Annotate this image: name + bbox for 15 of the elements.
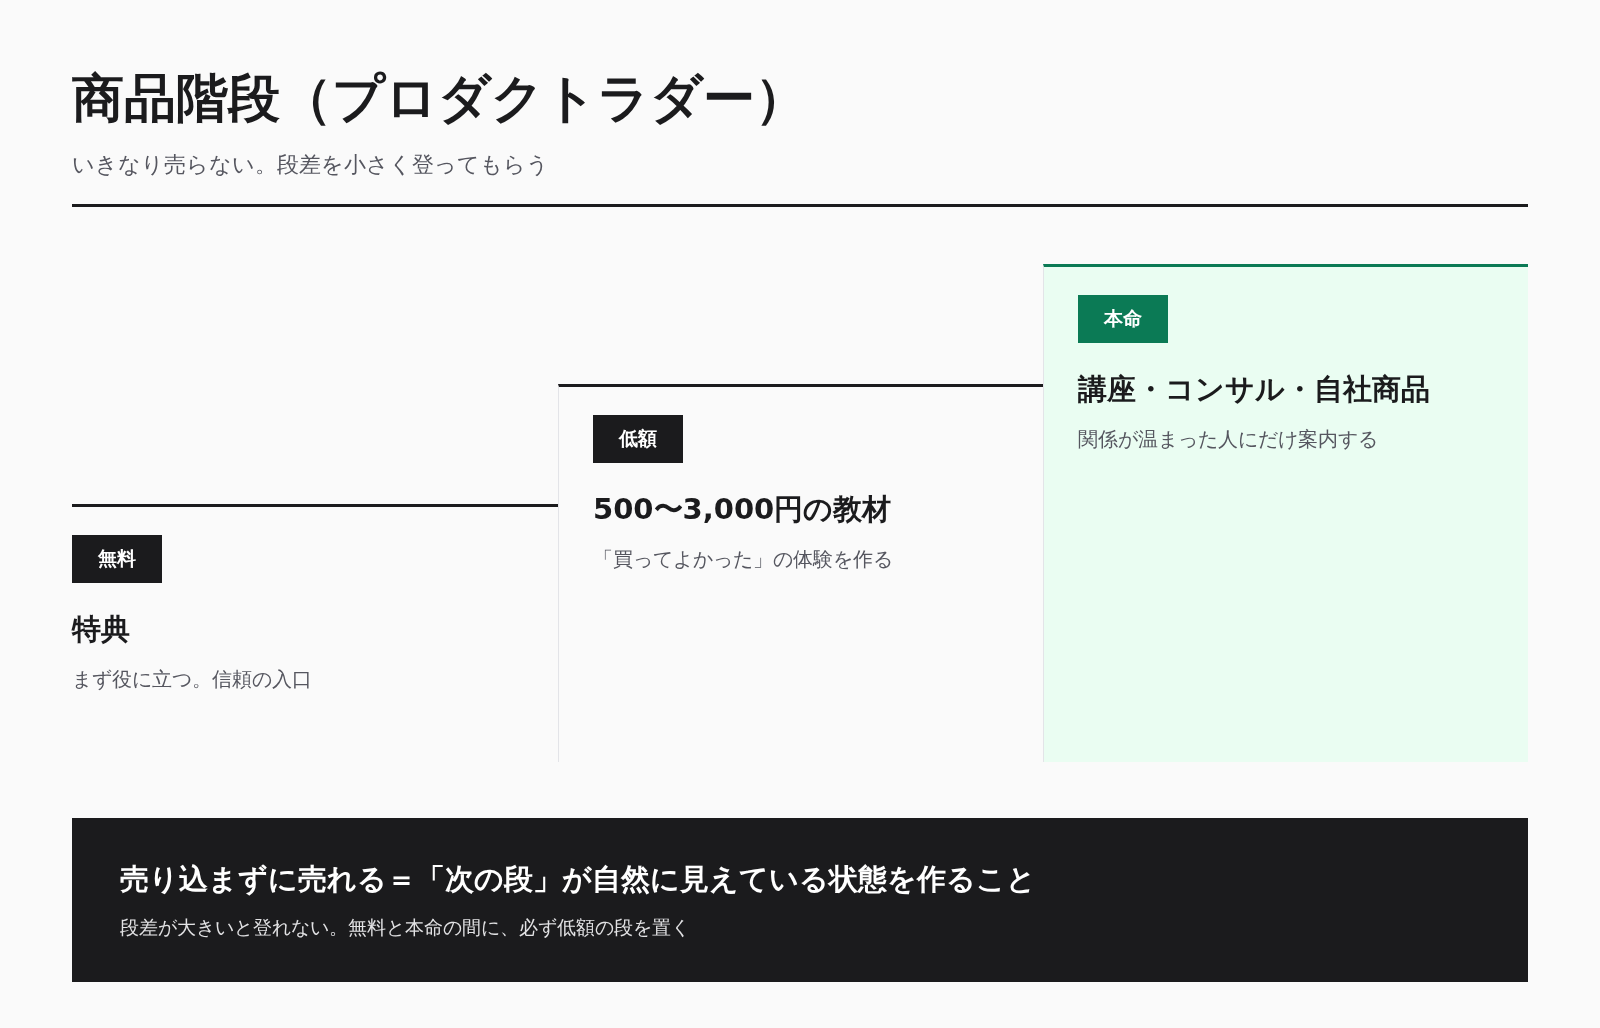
step-heading: 500〜3,000円の教材 <box>593 491 892 528</box>
step-description: 「買ってよかった」の体験を作る <box>593 546 893 573</box>
step-description: 関係が温まった人にだけ案内する <box>1078 426 1378 453</box>
tier-tag: 無料 <box>72 535 162 583</box>
banner-heading: 売り込まずに売れる＝「次の段」が自然に見えている状態を作ること <box>120 861 1036 898</box>
tier-tag: 本命 <box>1078 295 1168 343</box>
page-subtitle: いきなり売らない。段差を小さく登ってもらう <box>72 151 549 179</box>
step-heading: 特典 <box>72 611 130 648</box>
tier-tag: 低額 <box>593 415 683 463</box>
step-panel <box>1043 264 1528 762</box>
step-heading: 講座・コンサル・自社商品 <box>1078 371 1430 408</box>
banner-note: 段差が大きいと登れない。無料と本命の間に、必ず低額の段を置く <box>120 915 690 940</box>
page-title: 商品階段（プロダクトラダー） <box>72 67 807 130</box>
summary-banner <box>72 818 1528 982</box>
step-description: まず役に立つ。信頼の入口 <box>72 666 312 693</box>
